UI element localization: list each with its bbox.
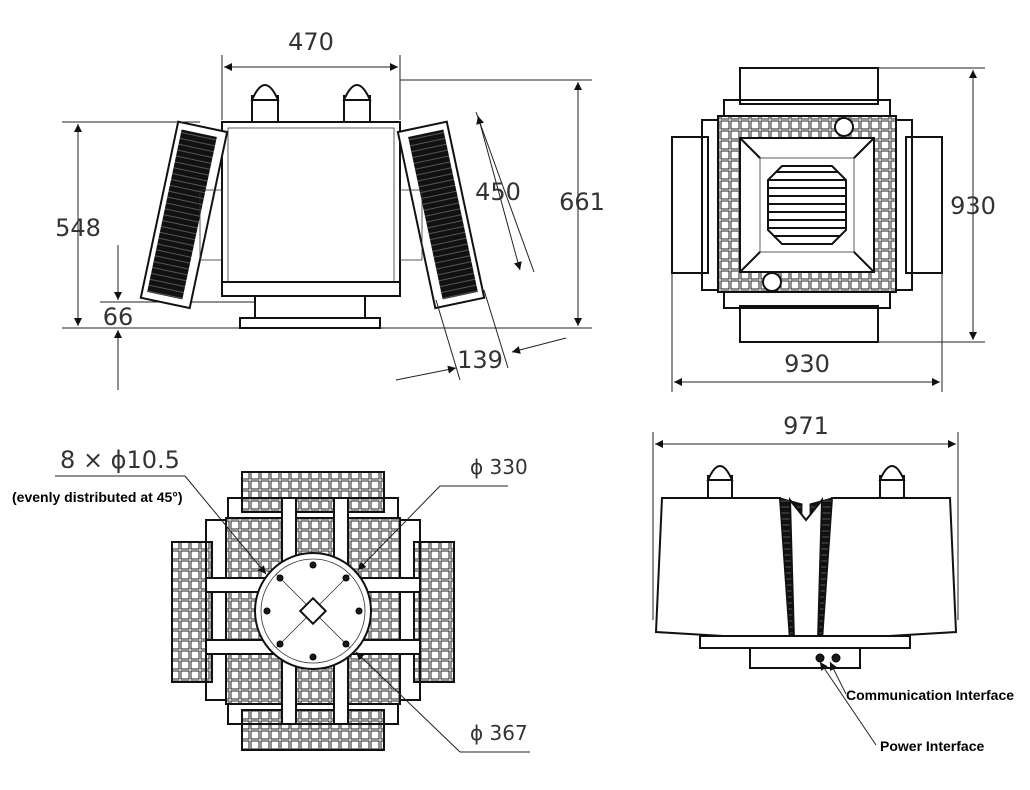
top-panel-south xyxy=(739,305,879,343)
dim-bolt-holes: 8 × ϕ10.5 xyxy=(60,446,180,474)
dim-base-66: 66 xyxy=(103,303,134,331)
antenna-right xyxy=(342,84,372,123)
panel-left xyxy=(139,120,229,310)
dim-panel-length-450: 450 xyxy=(475,178,521,206)
label-power-interface: Power Interface xyxy=(880,738,984,754)
side-view: 971 Communication Interface Power Interf… xyxy=(652,412,1014,754)
front-view: 470 548 661 450 66 139 xyxy=(55,28,605,390)
dim-bolt-circle-330: ϕ 330 xyxy=(470,455,528,479)
dim-top-width-930: 930 xyxy=(784,350,830,378)
dim-panel-height-548: 548 xyxy=(55,214,101,242)
top-panel-north xyxy=(739,67,879,105)
dim-outer-circle-367: ϕ 367 xyxy=(470,721,528,745)
dim-top-height-930: 930 xyxy=(950,192,996,220)
dim-total-height-661: 661 xyxy=(559,188,605,216)
note-evenly-distributed: (evenly distributed at 45°) xyxy=(12,489,183,505)
label-communication-interface: Communication Interface xyxy=(846,687,1014,703)
side-antenna-right xyxy=(878,465,906,499)
dim-width-470: 470 xyxy=(288,28,334,56)
panel-right xyxy=(396,120,486,310)
side-antenna-left xyxy=(706,465,734,499)
top-view: 930 930 xyxy=(671,67,996,392)
dim-side-width-971: 971 xyxy=(783,412,829,440)
dim-panel-thickness-139: 139 xyxy=(457,346,503,374)
antenna-left xyxy=(250,84,280,123)
bottom-view: 8 × ϕ10.5 (evenly distributed at 45°) ϕ … xyxy=(12,446,530,753)
